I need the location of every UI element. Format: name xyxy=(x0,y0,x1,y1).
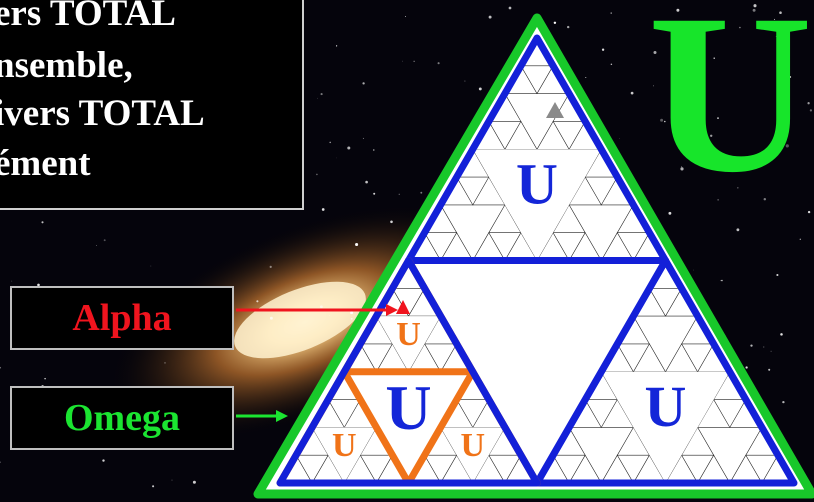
alpha-label: Alpha xyxy=(10,286,234,350)
caption-box: ers TOTAL nsemble, ivers TOTAL ément xyxy=(0,0,304,210)
triangle-u-label: U xyxy=(516,152,558,217)
caption-line-2: nsemble, xyxy=(0,46,262,86)
triangle-u-label: U xyxy=(396,316,421,353)
big-u-label: U xyxy=(648,0,813,194)
caption-line-4: ément xyxy=(0,144,262,184)
triangle-u-label: U xyxy=(332,427,357,464)
omega-arrow xyxy=(236,410,288,422)
left-center-u-label: U xyxy=(385,372,431,443)
omega-label: Omega xyxy=(10,386,234,450)
caption-line-1: ers TOTAL xyxy=(0,0,262,34)
triangle-u-label: U xyxy=(460,427,485,464)
triangle-u-label: U xyxy=(645,374,687,439)
top-subtriangle: U xyxy=(409,38,666,261)
caption-line-3: ivers TOTAL xyxy=(0,94,262,134)
